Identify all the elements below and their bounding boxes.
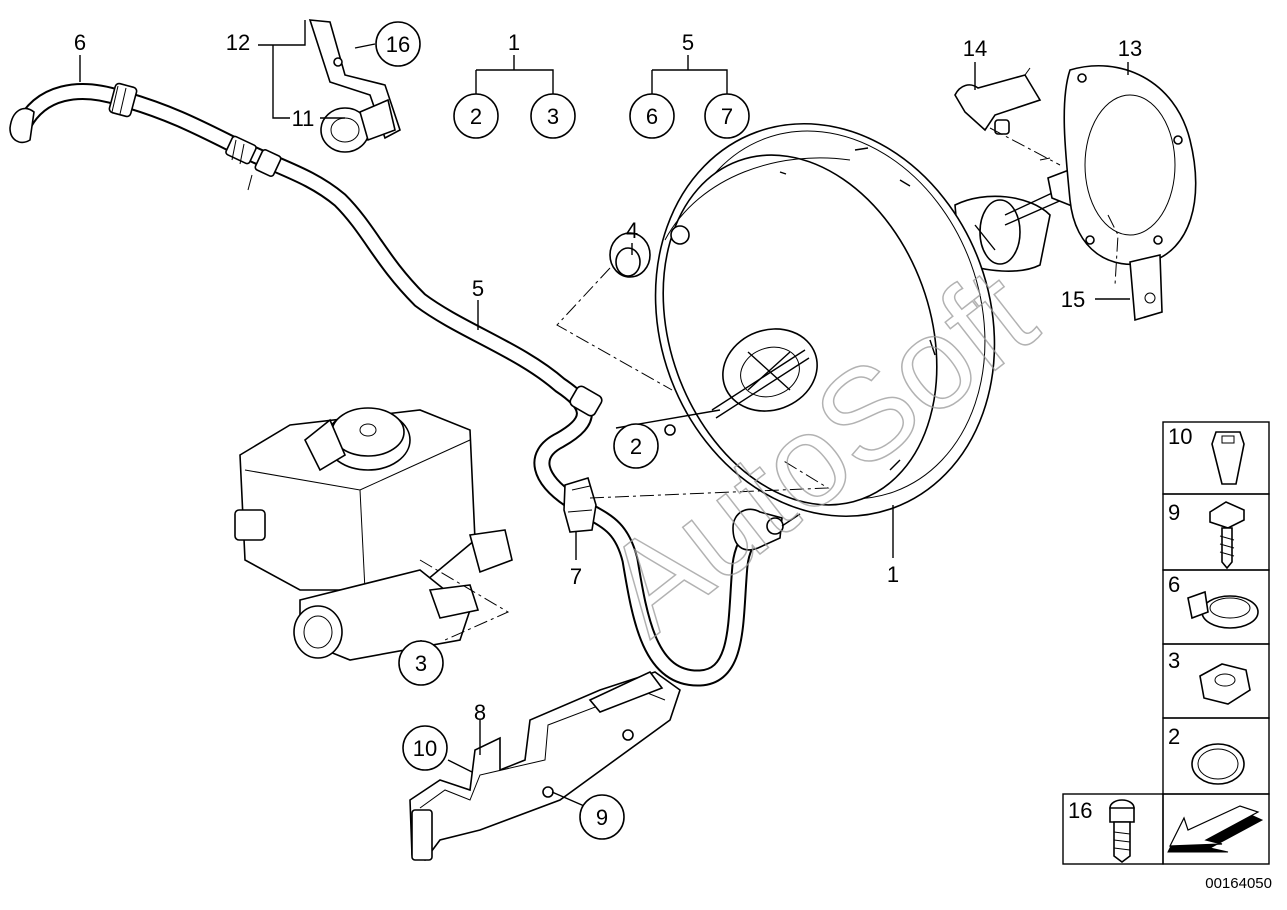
callout-6-hose: 6	[74, 30, 86, 55]
hardware-panel: 10 9 6 3 2	[1062, 421, 1270, 865]
svg-text:9: 9	[1168, 500, 1180, 525]
callout-5-hose: 5	[472, 276, 484, 301]
callout-2-top: 2	[453, 93, 499, 139]
gasket-plate	[1063, 65, 1197, 266]
callout-13: 13	[1118, 36, 1142, 61]
vacuum-hose	[9, 82, 801, 687]
svg-text:2: 2	[630, 434, 642, 459]
hose-clamp-bracket	[308, 19, 401, 153]
callout-6-top: 6	[629, 93, 675, 139]
callout-9-bracket: 9	[579, 794, 625, 840]
svg-text:3: 3	[415, 651, 427, 676]
svg-text:6: 6	[646, 104, 658, 129]
bracket	[409, 671, 681, 861]
callout-7-connector: 7	[570, 564, 582, 589]
callout-11: 11	[292, 106, 315, 131]
svg-text:16: 16	[1068, 798, 1092, 823]
svg-text:10: 10	[1168, 424, 1192, 449]
svg-text:7: 7	[721, 104, 733, 129]
svg-text:2: 2	[470, 104, 482, 129]
direction-arrow-icon	[1162, 793, 1270, 865]
callout-5-top: 5	[682, 30, 694, 55]
callout-10-bracket: 10	[402, 725, 448, 771]
document-number: 00164050	[1205, 875, 1272, 892]
svg-text:6: 6	[1168, 572, 1180, 597]
hardware-cell-3: 3	[1162, 643, 1270, 719]
callout-1-booster: 1	[887, 562, 899, 587]
callout-16-top: 16	[375, 21, 421, 67]
grommet	[609, 232, 651, 278]
callout-2-mid: 2	[613, 423, 659, 469]
hardware-cell-2: 2	[1162, 717, 1270, 795]
master-cylinder-reservoir	[234, 407, 513, 661]
hardware-cell-9: 9	[1162, 493, 1270, 571]
leader-lines	[79, 20, 1130, 813]
callout-12: 12	[226, 30, 250, 55]
callout-3-mid: 3	[398, 640, 444, 686]
svg-text:3: 3	[1168, 648, 1180, 673]
callout-3-top: 3	[530, 93, 576, 139]
callout-4: 4	[626, 218, 638, 243]
svg-text:2: 2	[1168, 724, 1180, 749]
clevis-pin	[954, 67, 1042, 135]
brake-booster	[654, 122, 1114, 518]
reference-lines	[419, 127, 1119, 641]
callout-15: 15	[1061, 287, 1085, 312]
callout-7-top: 7	[704, 93, 750, 139]
svg-text:10: 10	[413, 736, 437, 761]
callout-1-top: 1	[508, 30, 520, 55]
hardware-cell-16: 16	[1062, 793, 1164, 865]
hardware-cell-10: 10	[1162, 421, 1270, 495]
callout-8: 8	[474, 700, 486, 725]
hardware-cell-6: 6	[1162, 569, 1270, 645]
callouts: 2 3 6 7 16 2 3 10	[74, 21, 1142, 840]
callout-14: 14	[963, 36, 987, 61]
svg-text:3: 3	[547, 104, 559, 129]
clip	[1129, 253, 1163, 322]
svg-text:9: 9	[596, 805, 608, 830]
svg-text:16: 16	[386, 32, 410, 57]
